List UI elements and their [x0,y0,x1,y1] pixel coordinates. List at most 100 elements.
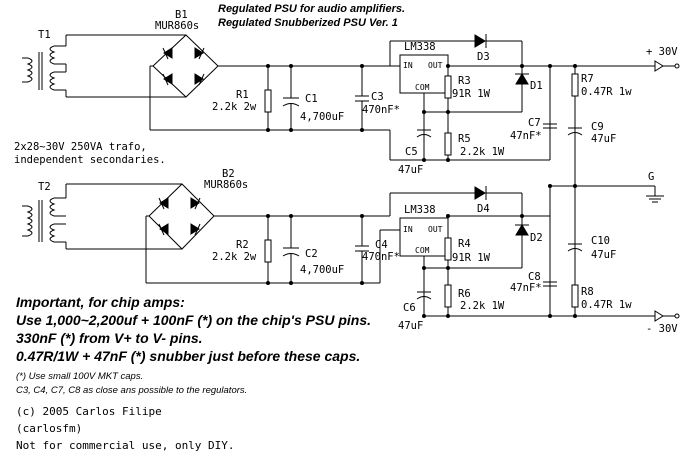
r3-label: R3 [458,75,471,87]
reg2-out: OUT [428,225,443,234]
title-line1: Regulated PSU for audio amplifiers. [218,3,405,15]
b2-label: B2 [222,168,235,180]
r2-label: R2 [236,239,249,251]
c1-value: 4,700uF [300,111,344,123]
note-line3: 330nF (*) from V+ to V- pins. [16,330,203,346]
c2: C2 4,700uF [282,216,344,283]
c4-label: C4 [375,239,388,251]
output-pos-label: + 30V [646,46,678,58]
c4-value: 470nF* [362,251,400,263]
c7-value: 47nF* [510,130,542,142]
c5-value: 47uF [398,164,423,176]
c9: C9 47uF [567,121,616,145]
r2: R2 2.2k 2w [212,216,272,283]
d4-label: D4 [477,203,490,215]
c3-label: C3 [371,91,384,103]
d2-label: D2 [530,232,543,244]
c10: C10 47uF [567,235,616,261]
footer-line3: Not for commercial use, only DIY. [16,439,235,452]
c10-value: 47uF [591,249,616,261]
reg1-in: IN [403,61,413,70]
r7-value: 0.47R 1w [581,86,632,98]
title-line2: Regulated Snubberized PSU Ver. 1 [218,17,398,29]
b2-part: MUR860s [204,179,248,191]
r6-value: 2.2k 1W [460,300,505,312]
r8: R8 0.47R 1w [571,186,632,316]
r8-label: R8 [581,286,594,298]
c8-label: C8 [528,271,541,283]
r3-value: 91R 1W [452,88,491,100]
c2-label: C2 [305,248,318,260]
ground-icon[interactable] [646,186,664,203]
output-neg-label: - 30V [646,323,678,335]
b1-label: B1 [175,9,188,21]
c6-label: C6 [403,302,416,314]
c1-label: C1 [305,93,318,105]
c7: C7 47nF* [510,117,557,142]
c1: C1 4,700uF [282,66,344,130]
c8-value: 47nF* [510,282,542,294]
output-pos-terminal[interactable] [654,60,680,72]
transformer-t1: T1 [22,29,67,97]
reg1-out: OUT [428,61,443,70]
c3: C3 470nF* [355,66,400,130]
regulator-top: LM338 IN OUT COM [399,41,449,94]
r5-value: 2.2k 1W [460,146,505,158]
c8: C8 47nF* [510,271,557,294]
c7-label: C7 [528,117,541,129]
r1-value: 2.2k 2w [212,101,257,113]
r6: R6 2.2k 1W [444,268,505,316]
regulator-bottom: LM338 IN OUT COM [399,204,449,257]
r7-label: R7 [581,73,594,85]
r6-label: R6 [458,288,471,300]
c2-value: 4,700uF [300,264,344,276]
c6-value: 47uF [398,320,423,332]
bridge-b2: B2 MUR860s [148,168,248,250]
reg1-com: COM [415,83,430,92]
r8-value: 0.47R 1w [581,299,632,311]
c10-label: C10 [591,235,610,247]
d3-label: D3 [477,51,490,63]
r5: R5 2.2k 1W [444,112,505,160]
d1: D1 [515,66,543,112]
reg2-com: COM [415,246,430,255]
bridge-b1: B1 MUR860s [152,9,219,98]
output-neg-terminal[interactable] [654,310,680,322]
t2-label: T2 [38,181,51,193]
c6: C6 47uF [398,291,432,332]
t1-label: T1 [38,29,51,41]
reg2-part: LM338 [404,204,436,216]
r7: R7 0.47R 1w [571,66,632,186]
r4: R4 91R 1W [444,230,491,296]
reg2-in: IN [403,225,413,234]
d2: D2 [515,216,543,268]
small-note-1: (*) Use small 100V MKT caps. [16,371,144,382]
b1-part: MUR860s [155,20,199,32]
note-line1: Important, for chip amps: [16,294,185,310]
c9-value: 47uF [591,133,616,145]
note-line4: 0.47R/1W + 47nF (*) snubber just before … [16,348,361,364]
r3: R3 91R 1W [444,66,491,140]
output-gnd-label: G [648,171,654,183]
r1: R1 2.2k 2w [212,66,272,130]
note-line2: Use 1,000~2,200uf + 100nF (*) on the chi… [16,312,372,328]
c5-label: C5 [405,146,418,158]
trafo-note-1: 2x28~30V 250VA trafo, [14,141,147,153]
r5-label: R5 [458,133,471,145]
transformer-t2: T2 [22,181,67,249]
r4-label: R4 [458,238,471,250]
reg1-part: LM338 [404,41,436,53]
c9-label: C9 [591,121,604,133]
trafo-note-2: independent secondaries. [14,154,166,166]
r1-label: R1 [236,89,249,101]
r2-value: 2.2k 2w [212,251,257,263]
d1-label: D1 [530,80,543,92]
r4-value: 91R 1W [452,252,491,264]
c3-value: 470nF* [362,104,400,116]
footer-line2: (carlosfm) [16,422,83,435]
footer-line1: (c) 2005 Carlos Filipe [16,405,162,418]
c4: C4 470nF* [355,216,400,283]
c5: C5 47uF [398,129,432,176]
small-note-2: C3, C4, C7, C8 as close ans possible to … [16,385,248,396]
